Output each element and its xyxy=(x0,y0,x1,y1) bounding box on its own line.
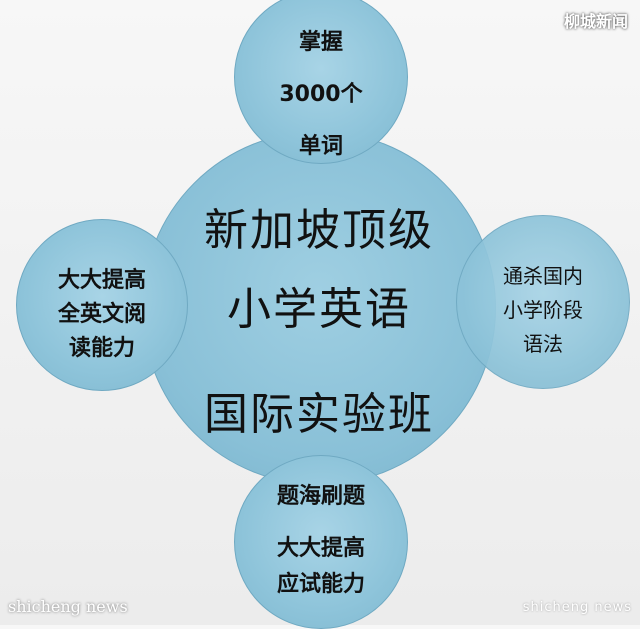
bottom-circle xyxy=(234,455,408,629)
right-label-line3: 语法 xyxy=(523,332,563,356)
watermark-bottom-left: shicheng news xyxy=(8,597,128,616)
center-title-line3: 国际实验班 xyxy=(204,389,434,440)
right-circle xyxy=(456,215,630,389)
watermark-bottom-right: shicheng news xyxy=(522,600,632,615)
left-label-line3: 读能力 xyxy=(68,336,135,361)
center-title-line1: 新加坡顶级 xyxy=(204,205,434,256)
left-label-line2: 全英文阅 xyxy=(57,302,146,327)
bottom-label-line1: 题海刷题 xyxy=(276,484,365,509)
top-circle xyxy=(234,0,408,164)
center-circle xyxy=(142,131,496,485)
top-label-line3: 单词 xyxy=(298,134,343,159)
left-label-line1: 大大提高 xyxy=(57,268,146,293)
right-label-line1: 通杀国内 xyxy=(503,264,583,288)
bottom-label-line2: 大大提高 xyxy=(276,536,365,561)
top-label-line1: 掌握 xyxy=(298,30,343,55)
left-circle xyxy=(16,219,188,391)
watermark-top-right: 柳城新闻 xyxy=(563,12,628,31)
right-label-line2: 小学阶段 xyxy=(503,298,583,322)
center-title-line2: 小学英语 xyxy=(227,284,411,335)
bottom-label-line3: 应试能力 xyxy=(276,572,365,597)
top-label-line2: 3000个 xyxy=(279,82,363,107)
